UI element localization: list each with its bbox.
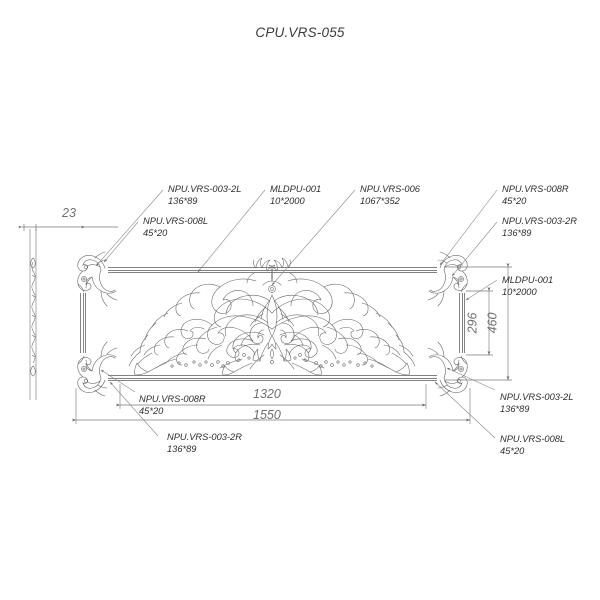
callout-top-left-1: NPU.VRS-003-2L 136*89 xyxy=(168,183,241,208)
thickness-dimension-line xyxy=(18,224,118,231)
callout-size: 136*89 xyxy=(502,228,532,239)
callout-code: NPU.VRS-008R xyxy=(139,394,206,404)
callout-size: 45*20 xyxy=(139,406,164,417)
callout-top-right-2: NPU.VRS-003-2R 136*89 xyxy=(502,215,577,240)
frame-stile-left xyxy=(80,293,86,353)
callout-right-mid: MLDPU-001 10*2000 xyxy=(502,274,553,299)
callout-code: MLDPU-001 xyxy=(270,184,322,194)
callout-size: 10*2000 xyxy=(270,196,305,207)
callout-code: NPU.VRS-008L xyxy=(143,216,209,226)
frame-rail-bottom xyxy=(108,375,437,381)
callout-size: 136*89 xyxy=(500,404,530,415)
callout-code: NPU.VRS-003-2R xyxy=(167,432,242,442)
callout-code: NPU.VRS-003-2L xyxy=(500,392,574,402)
page-title: CPU.VRS-055 xyxy=(255,25,345,40)
center-ornament xyxy=(128,257,416,376)
callout-code: NPU.VRS-006 xyxy=(360,184,420,194)
callout-size: 136*89 xyxy=(168,196,198,207)
callout-size: 1067*352 xyxy=(360,196,400,207)
callout-code: NPU.VRS-003-2L xyxy=(168,184,242,194)
dimension-value-460: 460 xyxy=(485,312,500,334)
dimension-value-296: 296 xyxy=(465,312,480,334)
corner-ornament-top-right xyxy=(427,251,468,307)
leader-lines xyxy=(95,189,498,439)
callout-code: MLDPU-001 xyxy=(502,275,554,285)
callout-top-mid-1: MLDPU-001 10*2000 xyxy=(270,183,321,208)
callout-code: NPU.VRS-008R xyxy=(502,184,569,194)
callout-code: NPU.VRS-003-2R xyxy=(502,216,577,226)
side-profile-view xyxy=(18,224,118,400)
side-profile-outline xyxy=(29,229,37,400)
callout-bottom-right-2: NPU.VRS-008L 45*20 xyxy=(500,433,565,458)
corner-ornament-bottom-right xyxy=(427,341,468,397)
frame-stile-right xyxy=(459,293,465,353)
callout-size: 136*89 xyxy=(167,444,197,455)
callout-bottom-left-2: NPU.VRS-003-2R 136*89 xyxy=(167,431,242,456)
callout-size: 10*2000 xyxy=(502,287,537,298)
callout-bottom-left-1: NPU.VRS-008R 45*20 xyxy=(139,393,206,418)
callout-code: NPU.VRS-008L xyxy=(500,434,566,444)
dimension-lines xyxy=(71,262,512,424)
callout-size: 45*20 xyxy=(143,228,168,239)
callout-bottom-right-1: NPU.VRS-003-2L 136*89 xyxy=(500,391,573,416)
dimension-value-1550: 1550 xyxy=(253,408,281,422)
callout-top-mid-2: NPU.VRS-006 1067*352 xyxy=(360,183,420,208)
callout-top-right-1: NPU.VRS-008R 45*20 xyxy=(502,183,569,208)
panel-frame xyxy=(77,251,468,397)
callout-size: 45*20 xyxy=(500,446,525,457)
dimension-value-1320: 1320 xyxy=(253,387,281,401)
dimension-value-thickness: 23 xyxy=(62,206,76,220)
callout-size: 45*20 xyxy=(502,196,527,207)
callout-top-left-2: NPU.VRS-008L 45*20 xyxy=(143,215,208,240)
